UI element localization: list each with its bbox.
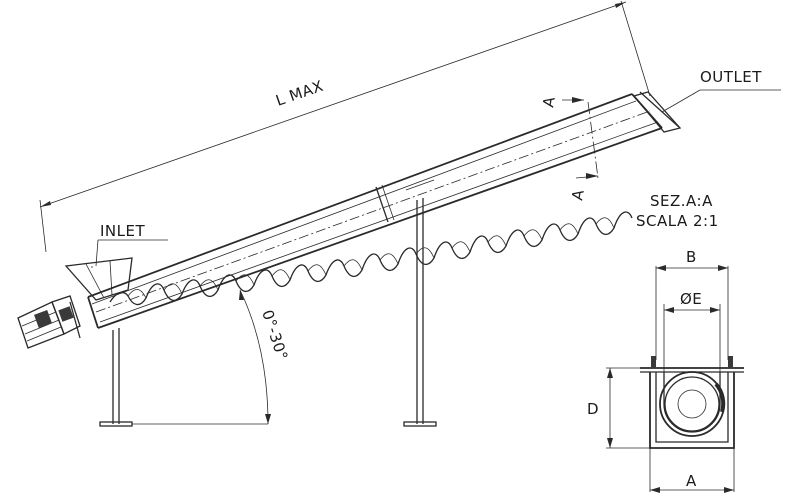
dimension-diameter-label: ØE — [680, 290, 702, 308]
section-title: SEZ.A:A — [650, 192, 713, 210]
dimension-b — [655, 265, 729, 360]
inlet-label: INLET — [100, 222, 145, 240]
outlet-spout — [632, 91, 682, 133]
dimension-diameter — [663, 304, 721, 372]
drive-motor — [17, 295, 81, 349]
conveyor-trough — [69, 91, 681, 339]
outlet-label: OUTLET — [700, 68, 762, 86]
trough-cross-section — [640, 356, 744, 449]
support-leg-left — [99, 328, 133, 427]
inlet-hopper — [64, 257, 133, 301]
support-leg-right — [403, 179, 437, 427]
dimension-d-label: D — [587, 400, 599, 418]
outlet-leader — [661, 89, 701, 113]
dimension-a — [649, 448, 735, 493]
section-cut-markers — [562, 97, 599, 179]
length-label: L MAX — [273, 77, 325, 110]
dimension-b-label: B — [686, 248, 697, 266]
angle-label: 0°-30° — [258, 308, 291, 363]
angle-dimension — [132, 289, 271, 425]
length-dimension — [39, 0, 651, 253]
section-marker-top: A — [539, 95, 559, 109]
section-scale: SCALA 2:1 — [636, 212, 719, 230]
screw-flight — [109, 211, 633, 306]
dimension-a-label: A — [686, 472, 697, 490]
dimension-d — [606, 367, 650, 449]
section-marker-bottom: A — [568, 188, 588, 202]
